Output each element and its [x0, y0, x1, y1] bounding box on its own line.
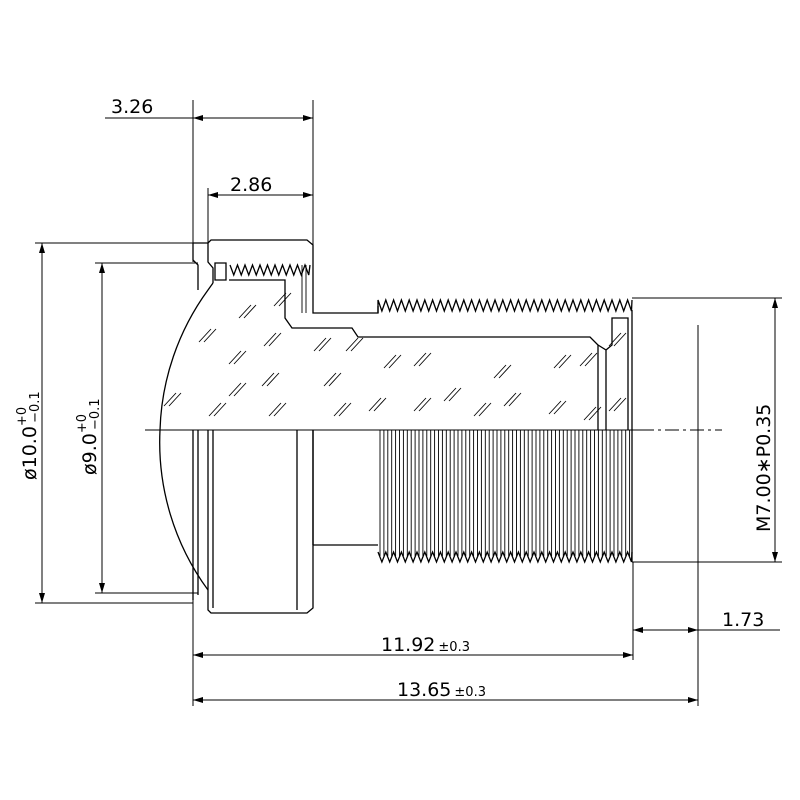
hatch-mark: [478, 402, 492, 417]
hatch-mark: [368, 397, 382, 412]
hatch-mark: [413, 352, 427, 367]
hatch-mark: [323, 372, 337, 387]
hatch-mark: [443, 387, 457, 402]
hatch-mark: [503, 392, 517, 407]
dim-label-13-65: 13.65±0.3: [397, 679, 486, 701]
hatch-mark: [588, 406, 602, 421]
hatch-mark: [233, 350, 247, 365]
hatch-mark: [350, 337, 364, 352]
dim-lengths: 1.73 11.92±0.3 13.65±0.3: [192, 325, 780, 706]
hatch-mark: [613, 332, 627, 347]
hatch-mark: [418, 352, 432, 367]
hatch-mark: [278, 292, 292, 307]
dim-label-2-86: 2.86: [230, 174, 272, 196]
dim-label-outer-diameter: ø10.0+0−0.1: [15, 391, 43, 480]
hatch-mark: [268, 402, 282, 417]
dim-label-thread: M7.00∗P0.35: [753, 404, 775, 532]
hatch-mark: [558, 354, 572, 369]
dim-flange-width: 3.26: [105, 96, 314, 262]
hatch-mark: [338, 402, 352, 417]
hatch-mark: [208, 402, 222, 417]
hatch-mark: [213, 402, 227, 417]
dim-outer-diameter: ø10.0+0−0.1: [15, 242, 193, 604]
hatch-mark: [498, 364, 512, 379]
hatch-mark: [243, 304, 257, 319]
hatch-mark: [418, 397, 432, 412]
hatch-mark: [584, 352, 598, 367]
glass-hatching: [163, 292, 627, 421]
hatch-mark: [198, 328, 212, 343]
hatch-mark: [608, 397, 622, 412]
hatch-mark: [473, 402, 487, 417]
hatch-mark: [261, 372, 275, 387]
hatch-mark: [508, 392, 522, 407]
dim-inner-diameter: ø9.0+0−0.1: [75, 262, 198, 594]
hatch-mark: [273, 292, 287, 307]
hatch-mark: [345, 337, 359, 352]
hatch-mark: [413, 397, 427, 412]
dim-label-3-26: 3.26: [111, 96, 153, 118]
hatch-mark: [168, 392, 182, 407]
dim-thread-spec: M7.00∗P0.35: [632, 297, 782, 563]
hatch-mark: [318, 337, 332, 352]
hatch-mark: [203, 328, 217, 343]
hatch-mark: [266, 372, 280, 387]
hatch-mark: [333, 402, 347, 417]
hatch-mark: [163, 392, 177, 407]
hatch-mark: [273, 402, 287, 417]
hatch-mark: [388, 354, 402, 369]
hatch-mark: [579, 352, 593, 367]
hatch-mark: [383, 354, 397, 369]
hatch-mark: [608, 332, 622, 347]
hatch-mark: [263, 332, 277, 347]
lens-section-upper: [159, 239, 633, 431]
hatch-mark: [328, 372, 342, 387]
hatch-mark: [553, 354, 567, 369]
hatch-mark: [373, 397, 387, 412]
hatch-mark: [268, 332, 282, 347]
hatch-mark: [613, 397, 627, 412]
hatch-mark: [493, 364, 507, 379]
hatch-mark: [448, 387, 462, 402]
dim-ring-width: 2.86: [207, 174, 313, 243]
dim-label-1-73: 1.73: [722, 609, 764, 631]
hatch-mark: [238, 304, 252, 319]
hatch-mark: [233, 382, 247, 397]
hatch-mark: [548, 400, 562, 415]
hatch-mark: [583, 406, 597, 421]
hatch-mark: [553, 400, 567, 415]
hatch-mark: [313, 337, 327, 352]
hatch-mark: [228, 382, 242, 397]
dim-label-11-92: 11.92±0.3: [381, 634, 470, 656]
hatch-mark: [228, 350, 242, 365]
dim-label-inner-diameter: ø9.0+0−0.1: [75, 398, 103, 475]
lens-exterior-lower: [159, 429, 633, 614]
